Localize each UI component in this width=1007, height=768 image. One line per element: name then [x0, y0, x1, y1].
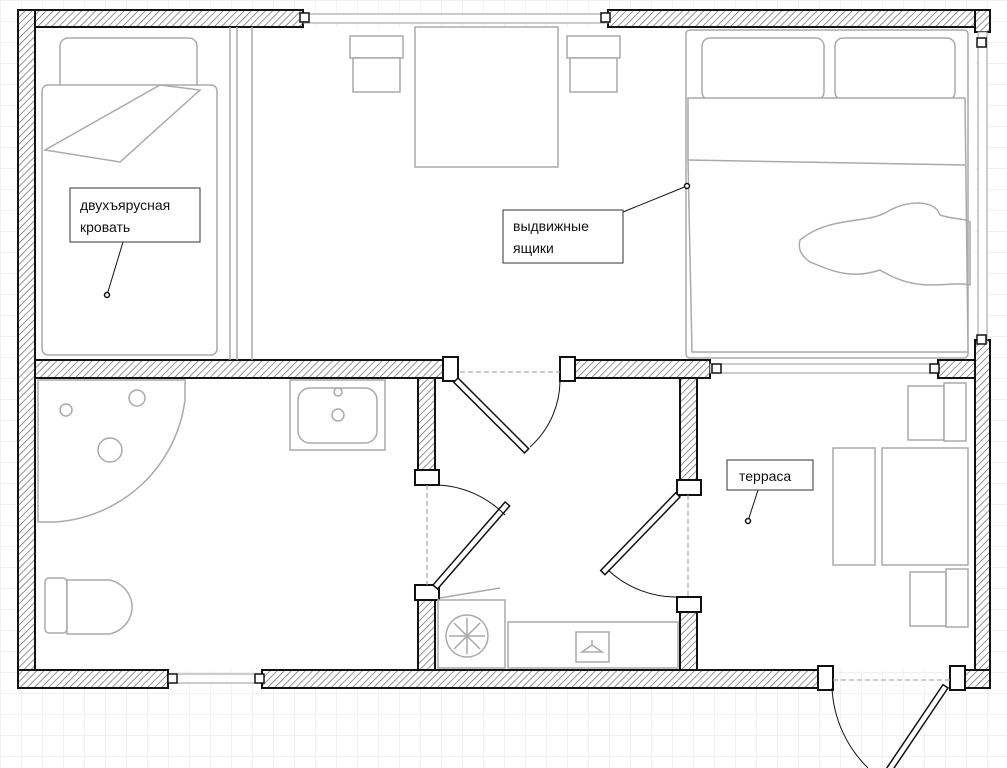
sink: [289, 379, 386, 451]
walls: [17, 9, 991, 691]
label-terrace: терраса: [726, 459, 814, 525]
terrace-furniture: [832, 382, 969, 628]
washing-machine: [437, 587, 506, 669]
desk-with-chairs: [349, 26, 621, 168]
label-bunk-bed: двухъярусная кровать: [69, 187, 201, 299]
counter: [507, 621, 679, 669]
label-text: выдвижные: [513, 218, 589, 234]
shower-cabin: [37, 379, 186, 523]
windows: [167, 12, 988, 684]
label-drawers: выдвижные ящики: [502, 182, 691, 264]
label-text: терраса: [739, 468, 791, 484]
toilet: [44, 577, 133, 635]
label-text: двухъярусная: [80, 197, 170, 213]
doors: [426, 371, 950, 768]
label-text: кровать: [80, 219, 130, 235]
double-bed: [685, 29, 971, 359]
label-text: ящики: [513, 240, 554, 256]
